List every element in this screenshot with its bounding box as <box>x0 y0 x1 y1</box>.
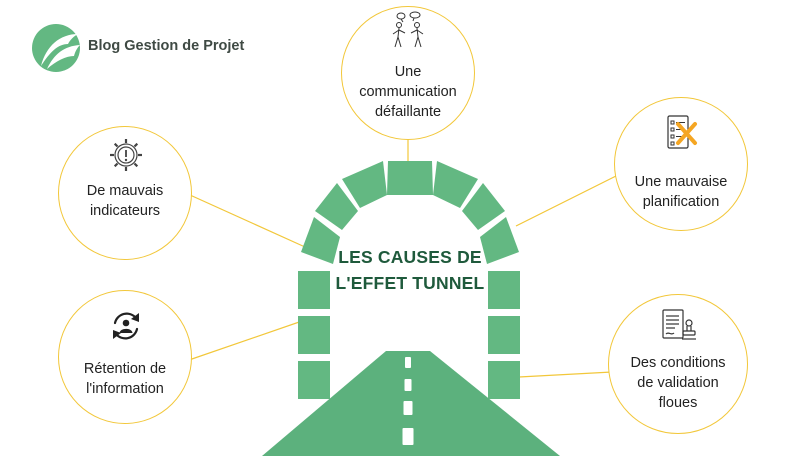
arch-block <box>433 161 478 208</box>
arch-block <box>387 161 433 195</box>
connector-validation <box>518 371 613 378</box>
gear-warning-icon <box>110 139 142 171</box>
cause-retention: Rétention de l'information <box>58 290 192 424</box>
cause-planification: Une mauvaise planification <box>614 97 748 231</box>
cause-indicateurs: De mauvais indicateurs <box>58 126 192 260</box>
logo-icon <box>32 24 80 72</box>
tunnel-block-left <box>298 316 330 354</box>
stamped-document-icon <box>662 309 696 340</box>
cause-label: De mauvais indicateurs <box>86 183 164 219</box>
cause-label: Une mauvaise planification <box>634 174 728 210</box>
connector-retention <box>188 319 306 361</box>
connector-lines <box>188 128 617 378</box>
cause-label: Une communication défaillante <box>359 64 457 120</box>
arch-block <box>462 183 505 230</box>
connector-planification <box>515 175 617 227</box>
tunnel-block-right <box>488 271 520 309</box>
cause-label: Rétention de l'information <box>83 361 167 397</box>
tunnel-arch <box>298 161 520 399</box>
cause-label: Des conditions de validation floues <box>630 355 726 411</box>
arch-block <box>301 217 340 264</box>
tunnel-block-right <box>488 361 520 399</box>
cause-validation: Des conditions de validation floues <box>608 294 748 434</box>
tunnel-block-right <box>488 316 520 354</box>
cause-communication: Une communication défaillante <box>341 6 475 140</box>
arch-block <box>480 217 519 264</box>
arch-block <box>315 183 358 230</box>
road-markings <box>402 357 414 445</box>
brand-name: Blog Gestion de Projet <box>88 38 245 54</box>
diagram-title: LES CAUSES DE L'EFFET TUNNEL <box>330 244 490 296</box>
tunnel-block-left <box>298 361 330 399</box>
arch-block <box>342 161 387 208</box>
tunnel-block-left <box>298 271 330 309</box>
person-cycle-icon <box>113 312 139 340</box>
title-line-1: LES CAUSES DE <box>338 247 482 267</box>
connector-indicateurs <box>189 194 306 248</box>
two-people-talking-icon <box>392 11 424 48</box>
checklist-cross-icon <box>667 115 697 149</box>
title-line-2: L'EFFET TUNNEL <box>335 273 485 293</box>
